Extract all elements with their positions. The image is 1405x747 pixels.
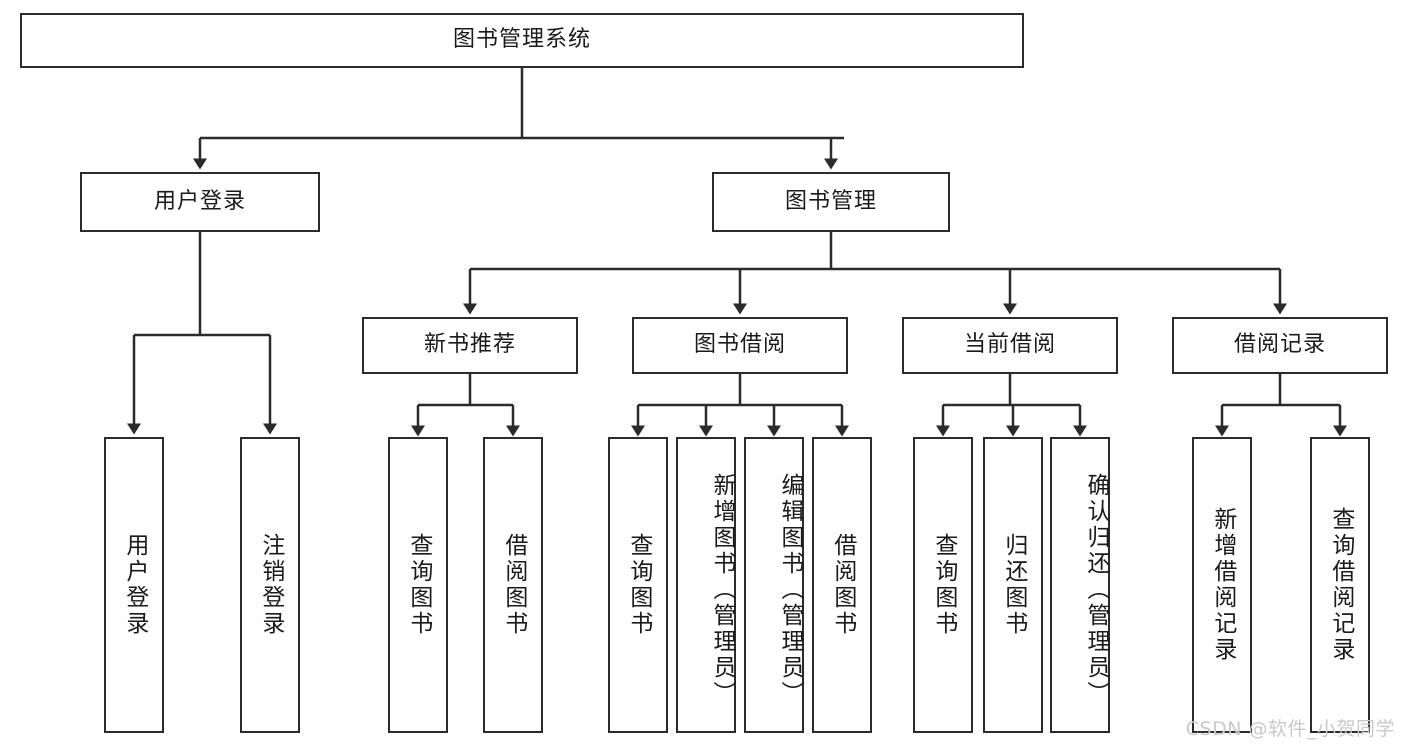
leaf-borrow-book-recommend[interactable]: 借阅图书 bbox=[483, 437, 543, 733]
leaf-query-borrow-record[interactable]: 查询借阅记录 bbox=[1310, 437, 1370, 733]
node-user-login[interactable]: 用户登录 bbox=[80, 172, 320, 232]
leaf-borrow-book[interactable]: 借阅图书 bbox=[812, 437, 872, 733]
node-root-system[interactable]: 图书管理系统 bbox=[20, 13, 1024, 68]
leaf-query-book-borrow[interactable]: 查询图书 bbox=[608, 437, 668, 733]
node-borrow-record[interactable]: 借阅记录 bbox=[1172, 317, 1388, 374]
leaf-add-borrow-record[interactable]: 新增借阅记录 bbox=[1192, 437, 1252, 733]
leaf-edit-book-admin[interactable]: 编辑图书（管理员） bbox=[744, 437, 804, 733]
node-new-book-recommend[interactable]: 新书推荐 bbox=[362, 317, 578, 374]
leaf-query-book-current[interactable]: 查询图书 bbox=[913, 437, 973, 733]
leaf-confirm-return-admin[interactable]: 确认归还（管理员） bbox=[1050, 437, 1110, 733]
node-book-management[interactable]: 图书管理 bbox=[712, 172, 950, 232]
leaf-logout-login[interactable]: 注销登录 bbox=[240, 437, 300, 733]
leaf-add-book-admin[interactable]: 新增图书（管理员） bbox=[676, 437, 736, 733]
node-current-borrow[interactable]: 当前借阅 bbox=[902, 317, 1118, 374]
leaf-query-book-recommend[interactable]: 查询图书 bbox=[388, 437, 448, 733]
node-book-borrow[interactable]: 图书借阅 bbox=[632, 317, 848, 374]
watermark-text: CSDN @软件_小贺同学 bbox=[1185, 718, 1395, 740]
leaf-user-login[interactable]: 用户登录 bbox=[104, 437, 164, 733]
leaf-return-book[interactable]: 归还图书 bbox=[983, 437, 1043, 733]
